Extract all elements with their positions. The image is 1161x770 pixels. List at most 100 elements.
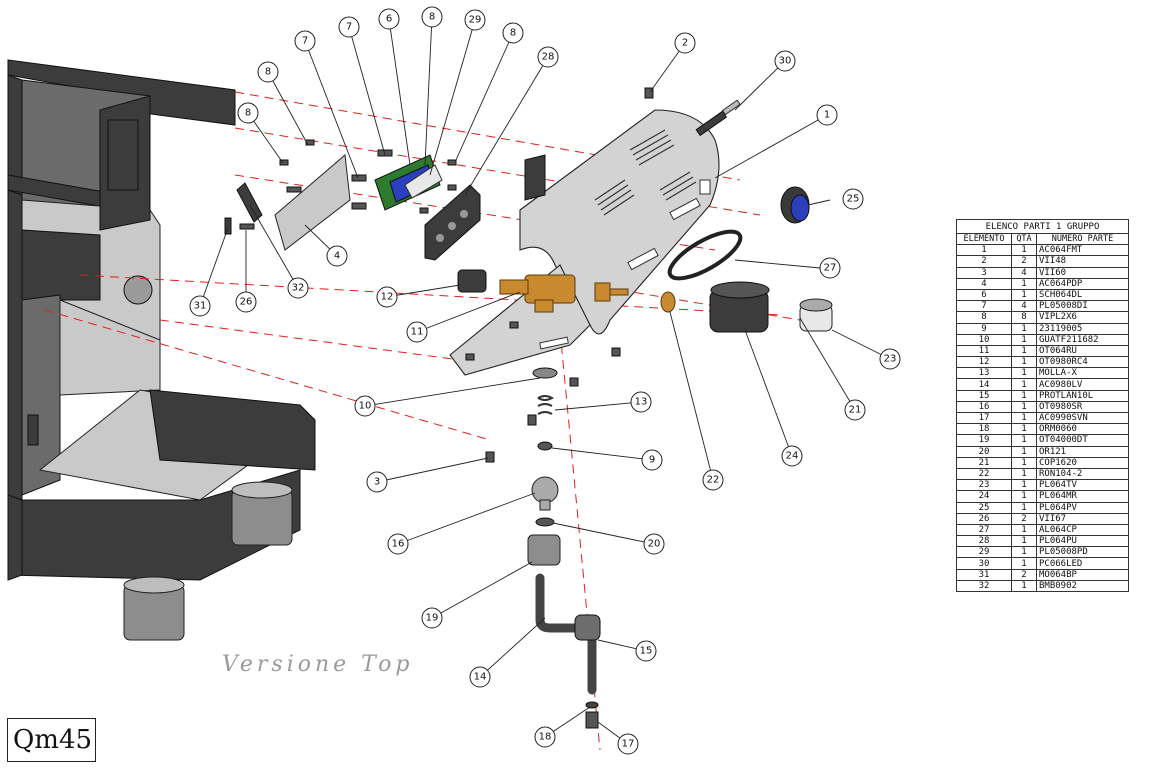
row-item: 32	[956, 579, 1012, 593]
balloon-19: 19	[421, 607, 443, 629]
row-item: 12	[956, 356, 1012, 369]
row-part-number: VII48	[1036, 255, 1129, 268]
svg-text:28: 28	[542, 52, 555, 63]
svg-text:11: 11	[411, 327, 424, 338]
balloon-11: 11	[406, 321, 428, 343]
row-part-number: PL064PU	[1036, 535, 1129, 548]
front-cover-part	[449, 109, 720, 376]
row-qty: 1	[1011, 356, 1037, 369]
row-part-number: AC0990SVN	[1036, 411, 1129, 425]
balloon-4: 4	[326, 245, 348, 267]
row-item: 26	[956, 512, 1012, 525]
balloon-2: 2	[674, 32, 696, 54]
parts-list-table: ELENCO PARTI 1 GRUPPO ELEMENTO QTÀ NUMER…	[956, 219, 1129, 593]
row-item: 17	[956, 411, 1012, 425]
balloon-10: 10	[354, 395, 376, 417]
balloon-24: 24	[781, 445, 803, 467]
header-item: ELEMENTO	[956, 232, 1012, 246]
svg-text:4: 4	[334, 251, 340, 262]
balloon-8-center: 8	[421, 6, 443, 28]
row-item: 28	[956, 535, 1012, 548]
row-part-number: ORM0060	[1036, 423, 1129, 436]
svg-text:8: 8	[429, 12, 435, 23]
row-item: 18	[956, 423, 1012, 436]
svg-text:30: 30	[779, 56, 792, 67]
row-item: 21	[956, 456, 1012, 469]
balloon-29: 29	[464, 9, 486, 31]
row-part-number: PROTLAN10L	[1036, 389, 1129, 402]
row-qty: 1	[1011, 367, 1037, 380]
row-item: 7	[956, 300, 1012, 313]
row-item: 19	[956, 434, 1012, 447]
balloon-3: 3	[366, 471, 388, 493]
balloon-32: 32	[287, 277, 309, 299]
row-item: 24	[956, 490, 1012, 503]
row-qty: 1	[1011, 333, 1037, 346]
row-qty: 1	[1011, 411, 1037, 425]
svg-text:3: 3	[374, 477, 380, 488]
row-part-number: MOLLA-X	[1036, 367, 1129, 380]
row-part-number: PL05008DI	[1036, 300, 1129, 313]
svg-text:2: 2	[682, 38, 688, 49]
svg-text:8: 8	[245, 108, 251, 119]
balloon-28: 28	[537, 46, 559, 68]
row-part-number: OT0980SR	[1036, 400, 1129, 414]
balloon-31: 31	[189, 295, 211, 317]
svg-text:7: 7	[346, 22, 352, 33]
model-label-box: Qm45	[7, 718, 96, 762]
component-parts	[224, 87, 833, 729]
row-qty: 1	[1011, 277, 1037, 290]
balloon-12: 12	[376, 286, 398, 308]
svg-text:32: 32	[292, 283, 305, 294]
balloon-30: 30	[774, 50, 796, 72]
balloon-17: 17	[617, 733, 639, 755]
balloon-20: 20	[643, 533, 665, 555]
svg-text:14: 14	[474, 672, 487, 683]
parts-list-title: ELENCO PARTI 1 GRUPPO	[956, 219, 1129, 234]
row-qty: 1	[1011, 490, 1037, 503]
row-item: 31	[956, 568, 1012, 581]
row-qty: 1	[1011, 445, 1037, 458]
svg-text:26: 26	[240, 297, 253, 308]
svg-text:20: 20	[648, 539, 661, 550]
balloon-27: 27	[819, 257, 841, 279]
row-item: 3	[956, 266, 1012, 279]
row-item: 6	[956, 288, 1012, 302]
balloon-9: 9	[641, 449, 663, 471]
row-part-number: AC0980LV	[1036, 378, 1129, 391]
row-qty: 2	[1011, 255, 1037, 268]
model-label: Qm45	[12, 725, 93, 755]
version-note: Versione Top	[222, 652, 414, 677]
row-qty: 1	[1011, 400, 1037, 414]
header-part-number: NUMERO PARTE	[1036, 232, 1129, 246]
balloon-7-lower: 7	[294, 30, 316, 52]
row-qty: 1	[1011, 389, 1037, 402]
row-part-number: AC064PDP	[1036, 277, 1129, 290]
svg-text:16: 16	[392, 539, 405, 550]
row-part-number: PC066LED	[1036, 557, 1129, 570]
row-qty: 1	[1011, 535, 1037, 548]
row-part-number: RON104-2	[1036, 467, 1129, 481]
balloon-23: 23	[879, 348, 901, 370]
svg-text:17: 17	[622, 739, 635, 750]
svg-text:9: 9	[649, 455, 655, 466]
row-part-number: OT04000DT	[1036, 434, 1129, 447]
row-qty: 1	[1011, 244, 1037, 257]
